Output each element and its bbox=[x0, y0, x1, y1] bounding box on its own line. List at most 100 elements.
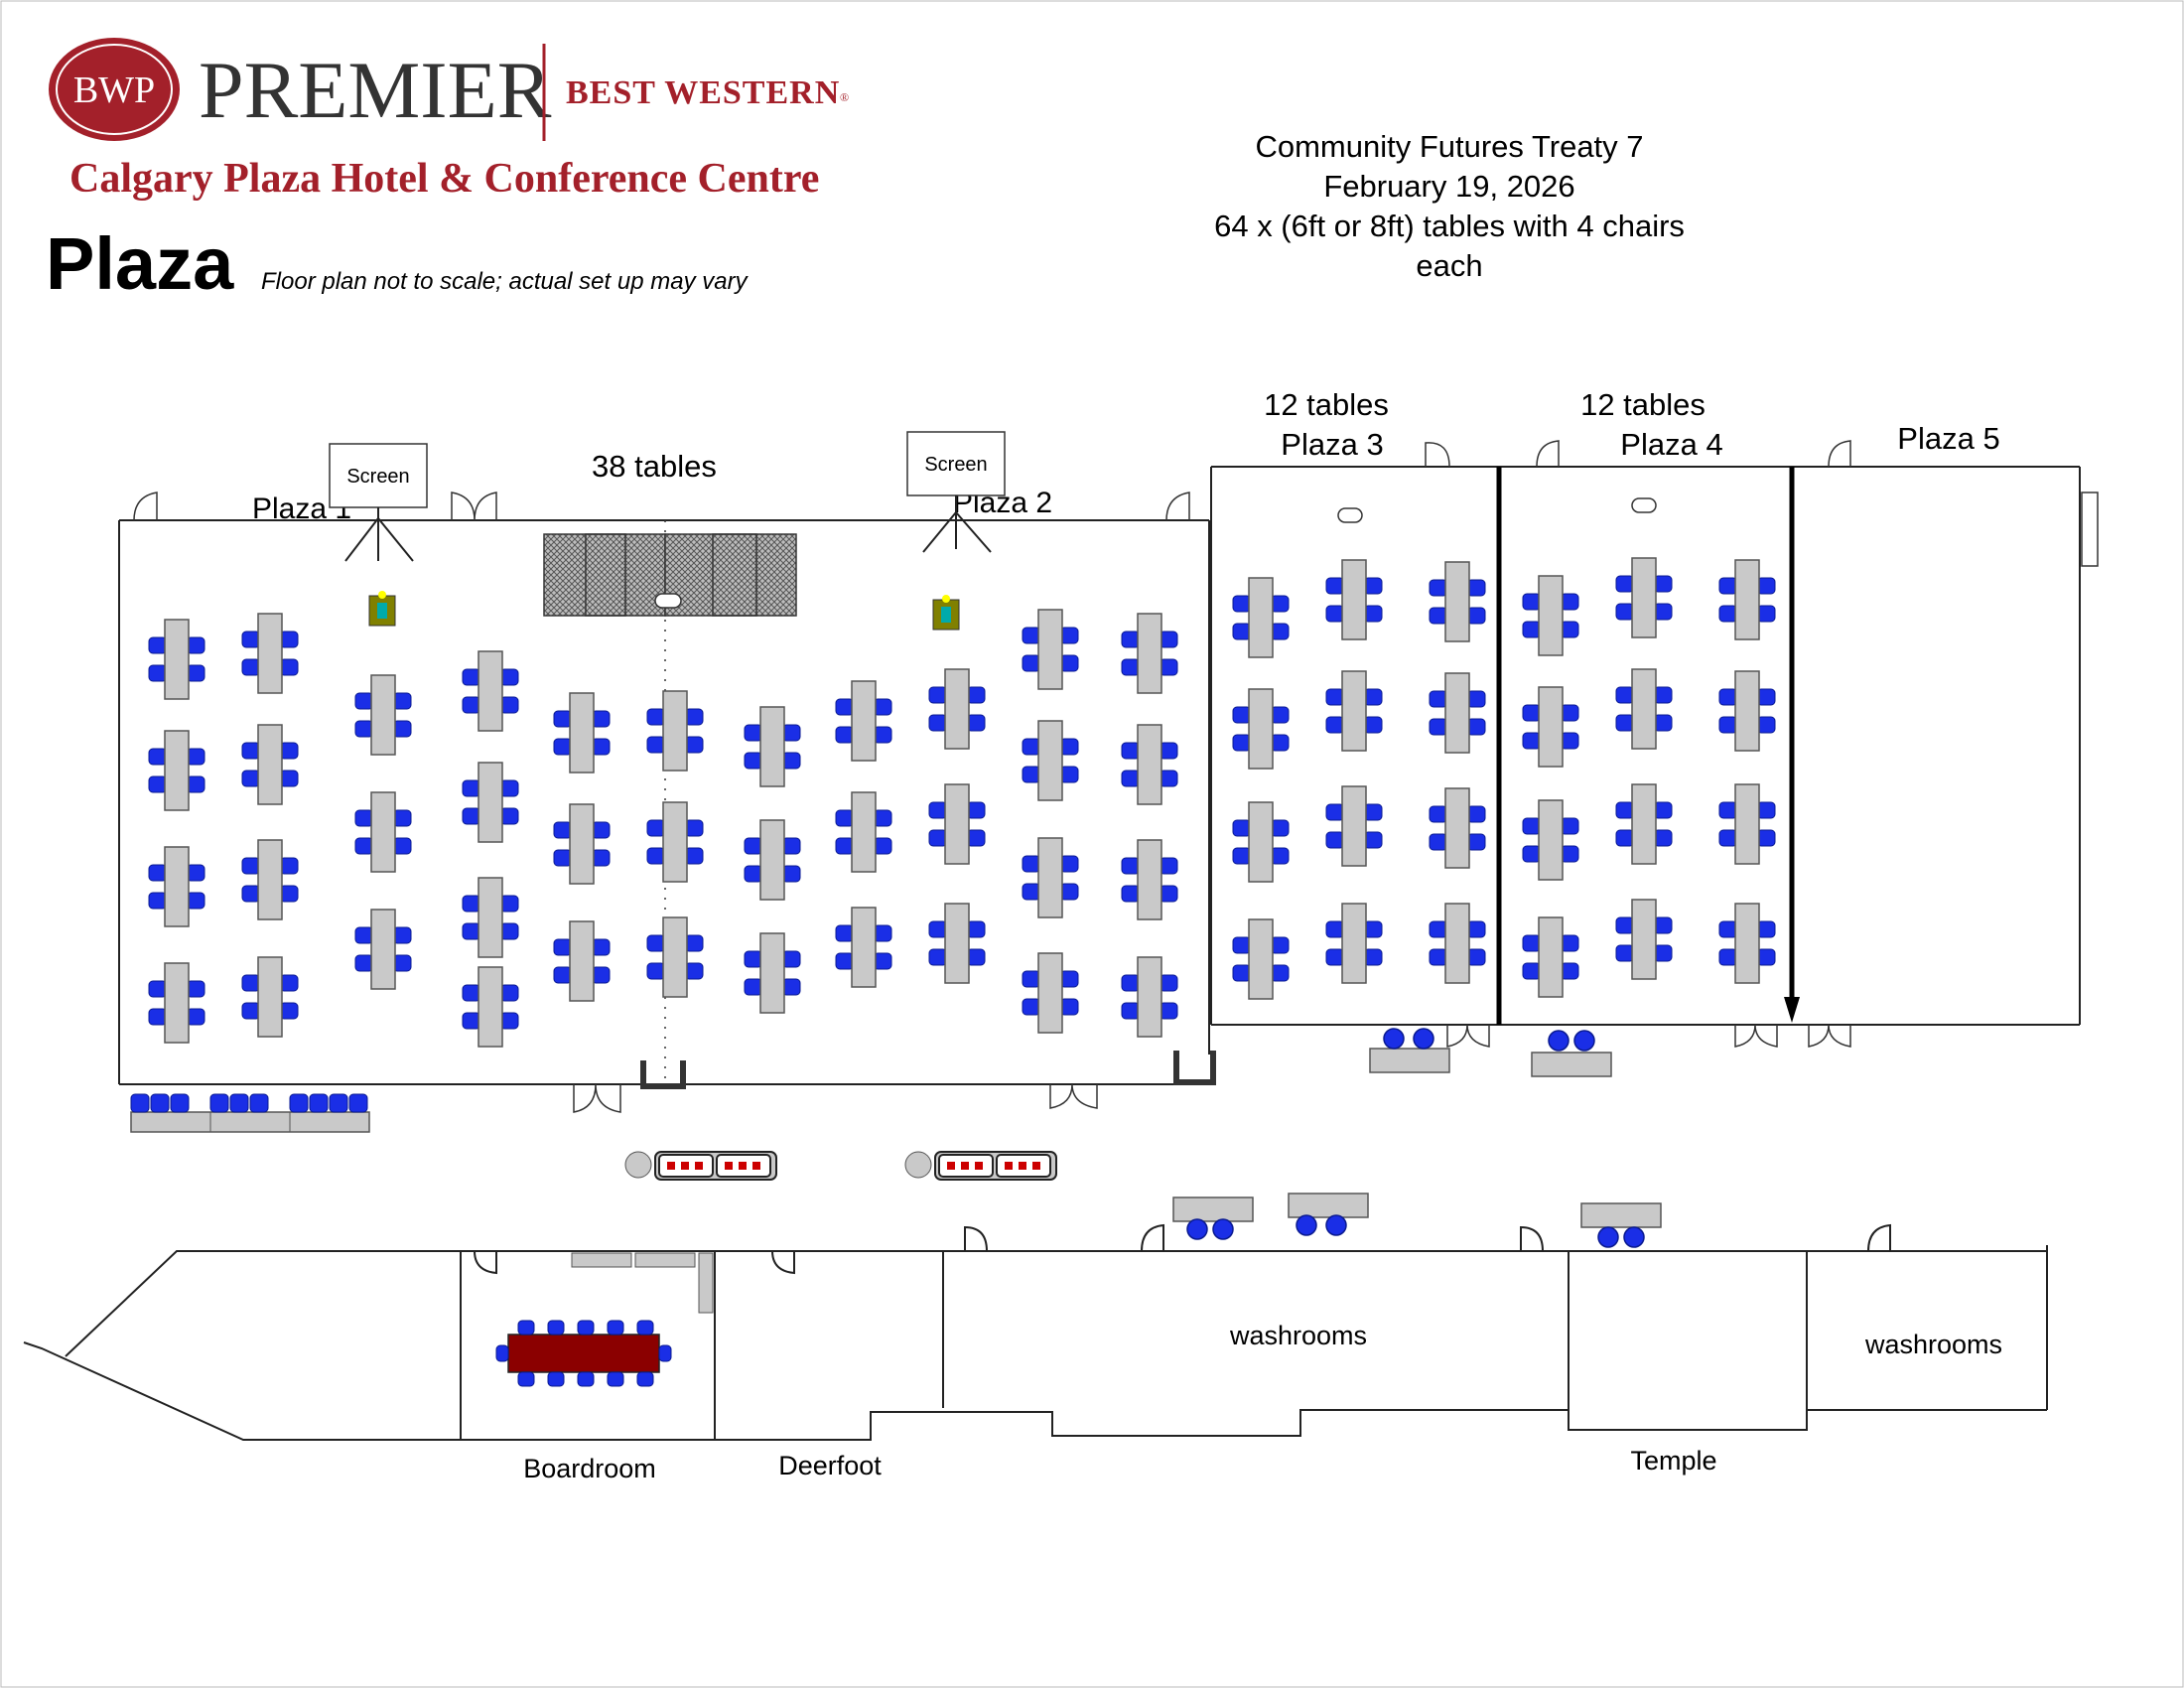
table-with-4-chairs bbox=[835, 680, 892, 762]
display-case-lights bbox=[667, 1162, 1040, 1170]
chair-icon bbox=[1623, 1226, 1645, 1248]
table-with-4-chairs bbox=[1429, 903, 1486, 984]
logo-brand: PREMIER bbox=[199, 45, 552, 135]
table-icon bbox=[1137, 724, 1162, 805]
table-icon bbox=[759, 706, 785, 787]
table-with-4-chairs bbox=[1121, 956, 1178, 1038]
event-info: Community Futures Treaty 7 February 19, … bbox=[1214, 129, 1685, 283]
chair-icon bbox=[1573, 1030, 1595, 1052]
table-with-4-chairs bbox=[354, 674, 412, 756]
table-icon bbox=[1631, 668, 1657, 750]
table-icon bbox=[1341, 903, 1367, 984]
table-with-4-chairs bbox=[241, 724, 299, 805]
table-with-4-chairs bbox=[928, 668, 986, 750]
table-icon bbox=[164, 846, 190, 927]
chair-icon bbox=[170, 1093, 190, 1113]
table-with-4-chairs bbox=[1022, 609, 1079, 690]
screen-right-label: Screen bbox=[924, 454, 987, 476]
chair-icon bbox=[577, 1371, 595, 1387]
table-with-4-chairs bbox=[1121, 724, 1178, 805]
chair-icon bbox=[1413, 1028, 1434, 1050]
lounge-furniture bbox=[1172, 1028, 1662, 1248]
table-icon bbox=[478, 877, 503, 958]
table-icon bbox=[1631, 557, 1657, 638]
light-icon bbox=[1019, 1162, 1026, 1170]
table-icon bbox=[662, 801, 688, 883]
plaza-1-2-tables bbox=[148, 609, 1178, 1048]
chair-icon bbox=[150, 1093, 170, 1113]
table-with-4-chairs bbox=[928, 783, 986, 865]
table-with-4-chairs bbox=[1232, 577, 1290, 658]
table-with-4-chairs bbox=[1232, 801, 1290, 883]
table-icon bbox=[1734, 670, 1760, 752]
chair-icon bbox=[229, 1093, 249, 1113]
screen-right: Screen bbox=[906, 431, 1006, 553]
event-setup-cont: each bbox=[1416, 248, 1482, 283]
table-with-4-chairs bbox=[1429, 561, 1486, 642]
chair-icon bbox=[577, 1320, 595, 1336]
table-icon bbox=[1037, 720, 1063, 801]
table-icon bbox=[944, 783, 970, 865]
chair-icon bbox=[130, 1093, 150, 1113]
table-with-4-chairs bbox=[1429, 787, 1486, 869]
chair-icon bbox=[1186, 1218, 1208, 1240]
table-with-4-chairs bbox=[1615, 557, 1673, 638]
table-icon bbox=[1341, 670, 1367, 752]
event-date: February 19, 2026 bbox=[1323, 169, 1574, 204]
table-with-4-chairs bbox=[148, 619, 205, 700]
room-label-plaza-5: Plaza 5 bbox=[1897, 421, 1999, 456]
table-icon bbox=[1248, 801, 1274, 883]
table-icon bbox=[1444, 903, 1470, 984]
table-icon bbox=[1444, 787, 1470, 869]
table-icon bbox=[370, 791, 396, 873]
chair-icon bbox=[348, 1093, 368, 1113]
table-icon bbox=[662, 916, 688, 998]
table-icon bbox=[370, 909, 396, 990]
chair-icon bbox=[547, 1320, 565, 1336]
chair-icon bbox=[1212, 1218, 1234, 1240]
display-case-right bbox=[904, 1151, 1057, 1181]
table-with-4-chairs bbox=[241, 613, 299, 694]
table-with-4-chairs bbox=[1325, 903, 1383, 984]
chair-icon bbox=[289, 1093, 309, 1113]
logo-badge-text: BWP bbox=[73, 70, 155, 111]
chair-icon bbox=[636, 1371, 654, 1387]
table-with-4-chairs bbox=[553, 692, 611, 774]
table-with-4-chairs bbox=[646, 801, 704, 883]
hotel-logo: BWP PREMIER BEST WESTERN ® Calgary Plaza… bbox=[49, 38, 849, 202]
chair-icon bbox=[636, 1320, 654, 1336]
table-with-4-chairs bbox=[1522, 799, 1579, 881]
table-icon bbox=[1248, 688, 1274, 770]
chair-icon bbox=[309, 1093, 329, 1113]
chair-icon bbox=[1597, 1226, 1619, 1248]
light-icon bbox=[961, 1162, 969, 1170]
plaza-4-table-count: 12 tables bbox=[1580, 387, 1706, 422]
table-with-4-chairs bbox=[1121, 613, 1178, 694]
table-icon bbox=[1538, 916, 1564, 998]
table-with-4-chairs bbox=[1522, 575, 1579, 656]
plaza-1-2-table-count: 38 tables bbox=[592, 449, 717, 484]
table-with-4-chairs bbox=[354, 909, 412, 990]
table-icon bbox=[478, 650, 503, 732]
plaza-3-4-tables bbox=[1232, 557, 1776, 1000]
table-icon bbox=[1734, 783, 1760, 865]
table-icon bbox=[1538, 575, 1564, 656]
table-icon bbox=[1037, 609, 1063, 690]
light-icon bbox=[947, 1162, 955, 1170]
chair-icon bbox=[607, 1371, 624, 1387]
room-label-deerfoot: Deerfoot bbox=[778, 1451, 882, 1480]
table-icon bbox=[944, 668, 970, 750]
table-with-4-chairs bbox=[1615, 668, 1673, 750]
table-with-4-chairs bbox=[1615, 783, 1673, 865]
chair-icon bbox=[209, 1093, 229, 1113]
plaza-1-2-doors bbox=[133, 492, 1216, 1113]
chair-icon bbox=[658, 1344, 672, 1362]
room-label-washrooms-right: washrooms bbox=[1864, 1330, 2002, 1359]
table-with-4-chairs bbox=[462, 650, 519, 732]
table-with-4-chairs bbox=[1022, 952, 1079, 1034]
table-with-4-chairs bbox=[462, 762, 519, 843]
table-with-4-chairs bbox=[1325, 670, 1383, 752]
table-with-4-chairs bbox=[1718, 783, 1776, 865]
table-with-4-chairs bbox=[148, 846, 205, 927]
